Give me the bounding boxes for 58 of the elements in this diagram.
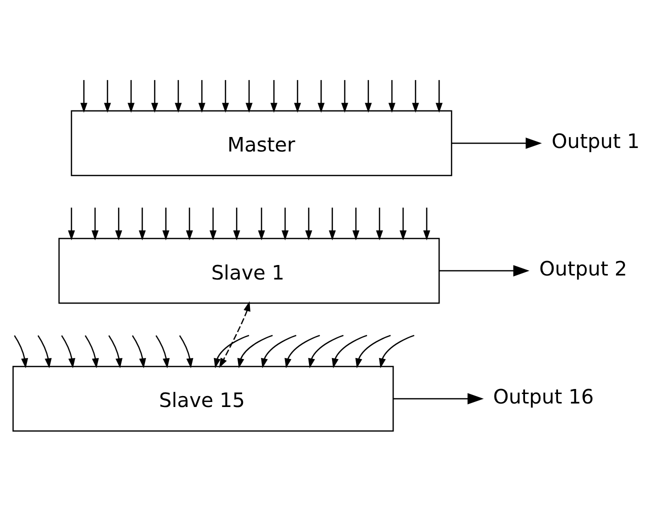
- arrow: [132, 334, 146, 368]
- arrow: [104, 80, 111, 112]
- arrow: [237, 334, 273, 368]
- arrow: [151, 80, 158, 112]
- arrow: [270, 80, 278, 112]
- arrow: [179, 334, 194, 368]
- arrow: [308, 334, 344, 368]
- arrow: [355, 334, 391, 368]
- arrow: [156, 334, 170, 368]
- arrow: [328, 207, 336, 240]
- arrow: [198, 80, 206, 112]
- arrow: [393, 392, 484, 404]
- arrow: [174, 80, 182, 112]
- arrow: [282, 207, 289, 240]
- arrow: [305, 207, 312, 240]
- arrow: [222, 80, 229, 112]
- arrow: [332, 334, 368, 368]
- arrow: [210, 207, 217, 240]
- node-text: Output 1: [552, 129, 640, 152]
- arrow: [246, 80, 253, 112]
- arrow: [14, 334, 28, 368]
- arrow: [108, 334, 122, 368]
- arrow: [376, 207, 383, 240]
- arrow: [68, 207, 75, 240]
- arrow: [412, 80, 420, 112]
- arrow: [233, 207, 240, 240]
- arrow: [84, 334, 99, 368]
- arrow: [260, 334, 296, 368]
- arrow: [138, 207, 146, 240]
- arrow: [352, 207, 360, 240]
- arrow: [219, 300, 250, 368]
- arrow: [378, 334, 414, 368]
- arrow: [318, 80, 325, 112]
- arrow: [439, 264, 530, 276]
- arrow: [452, 137, 542, 148]
- node-box: Slave 1: [58, 237, 440, 304]
- arrow: [61, 334, 76, 368]
- node-box: Master: [70, 110, 452, 176]
- arrow: [400, 207, 407, 240]
- arrow: [436, 80, 443, 112]
- arrow: [214, 334, 250, 368]
- arrow: [186, 207, 193, 240]
- arrow: [423, 207, 430, 240]
- arrow: [284, 334, 320, 368]
- arrow: [364, 80, 372, 112]
- arrow: [388, 80, 396, 112]
- node-text: Output 16: [493, 384, 594, 408]
- arrow: [92, 207, 99, 240]
- arrow: [128, 80, 135, 112]
- arrow: [38, 334, 52, 368]
- arrow: [258, 207, 265, 240]
- node-text: Output 2: [539, 257, 628, 280]
- arrow: [162, 207, 170, 240]
- arrow: [80, 80, 88, 112]
- arrow: [341, 80, 348, 112]
- node-box: Slave 15: [12, 365, 394, 432]
- arrow: [115, 207, 122, 240]
- arrow: [294, 80, 302, 112]
